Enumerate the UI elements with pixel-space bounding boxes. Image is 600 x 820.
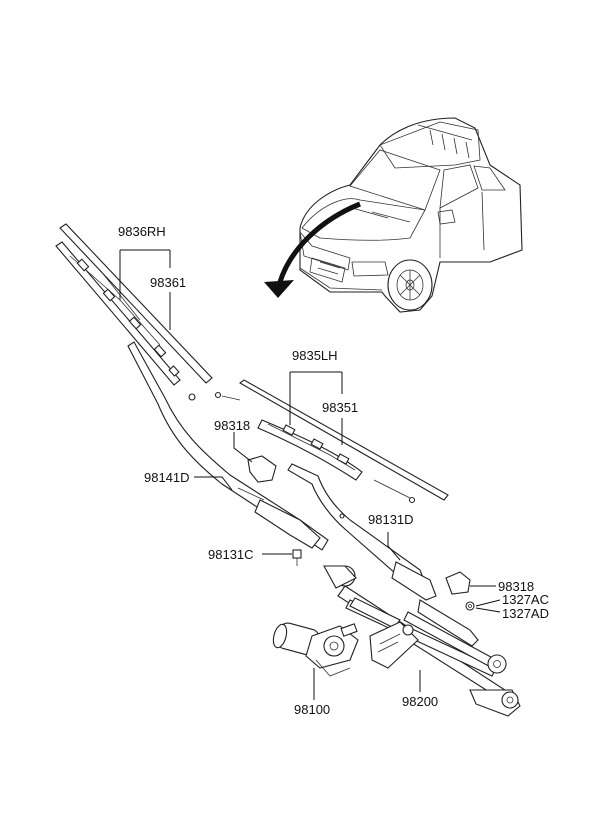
label-9835lh: 9835LH [292, 348, 338, 363]
label-98131d: 98131D [368, 512, 414, 527]
location-arrow [264, 201, 361, 298]
lh-wiper-blade[interactable] [214, 379, 449, 504]
arm-cap-right[interactable] [445, 571, 471, 595]
rh-wiper-blade[interactable] [55, 223, 213, 401]
label-98361: 98361 [150, 275, 186, 290]
label-1327ac: 1327AC [502, 592, 549, 607]
pivot-nut[interactable] [292, 549, 302, 566]
label-98141d: 98141D [144, 470, 190, 485]
rh-wiper-arm[interactable] [127, 341, 329, 551]
label-98351: 98351 [322, 400, 358, 415]
label-98318-right: 98318 [498, 579, 534, 594]
vehicle-illustration [299, 117, 523, 313]
label-98131c: 98131C [208, 547, 254, 562]
label-9836rh: 9836RH [118, 224, 166, 239]
wiper-motor[interactable] [271, 621, 359, 677]
label-1327ad: 1327AD [502, 606, 549, 621]
leader-lines [119, 249, 501, 700]
label-98100: 98100 [294, 702, 330, 717]
lh-wiper-arm[interactable] [287, 463, 437, 601]
label-98200: 98200 [402, 694, 438, 709]
arm-cap-left[interactable] [247, 455, 277, 483]
wiper-linkage[interactable] [323, 565, 521, 717]
washer-1327[interactable] [465, 601, 475, 611]
part-labels: 9836RH 98361 9835LH 98351 98318 98141D 9… [118, 224, 549, 717]
label-98318-left: 98318 [214, 418, 250, 433]
